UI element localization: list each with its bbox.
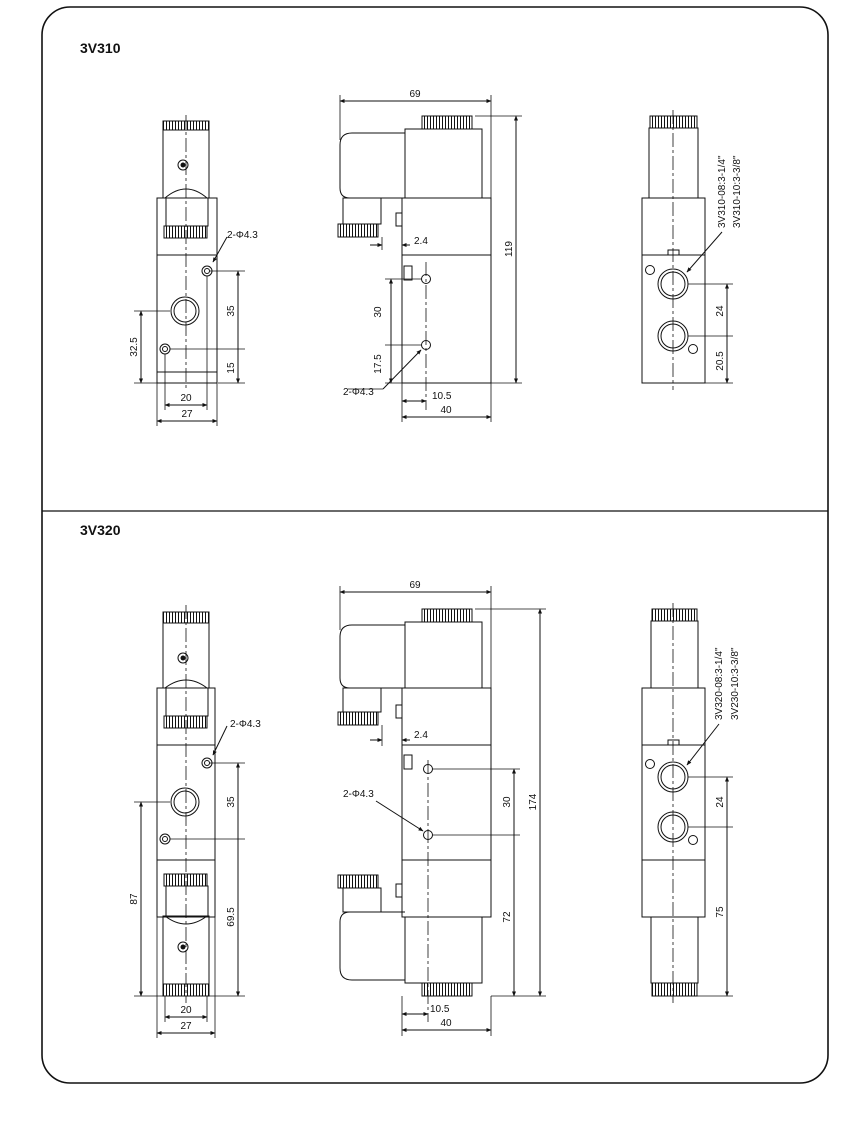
dim-15: 15 xyxy=(226,362,237,374)
dim-30: 30 xyxy=(373,306,384,318)
valve-body xyxy=(156,254,218,384)
side-view: 69 2.4 2-Φ4.3 30 72 174 10.5 40 xyxy=(337,580,546,1036)
section-3v310: 3V310 2-Φ4.3 xyxy=(80,40,743,426)
side-view: 69 119 2.4 30 17.5 2-Φ4.3 xyxy=(337,89,522,422)
manual-override xyxy=(165,197,209,227)
dim-2-4: 2.4 xyxy=(414,236,428,247)
solenoid-block xyxy=(641,197,706,256)
dim-32-5: 32.5 xyxy=(129,337,140,357)
port-label-1: 3V320-08:3-1/4" xyxy=(714,647,725,720)
mount-hole xyxy=(645,759,655,769)
coil-body xyxy=(648,127,699,199)
coil-screw xyxy=(177,159,189,171)
connector-plug xyxy=(339,132,405,199)
dim-119: 119 xyxy=(504,241,515,257)
dim-27: 27 xyxy=(180,1021,192,1032)
sheet-frame xyxy=(41,6,829,1084)
dim-10-5: 10.5 xyxy=(432,391,452,402)
dim-40: 40 xyxy=(440,1018,452,1029)
coil-cap-bottom xyxy=(421,982,473,997)
mount-hole xyxy=(688,344,698,354)
coil-body-bottom xyxy=(650,916,699,984)
section-title: 3V310 xyxy=(80,40,121,56)
override-knob xyxy=(163,225,208,239)
port-outer xyxy=(170,296,200,326)
dim-69: 69 xyxy=(409,89,421,100)
section-3v320: 3V320 2-Φ4.3 xyxy=(80,522,741,1038)
valve-body xyxy=(401,254,492,384)
connector-nut xyxy=(337,223,379,238)
coil-cap-top xyxy=(421,608,473,623)
coil-body xyxy=(404,128,483,199)
rear-view: 3V310-08:3-1/4" 3V310-10:3-3/8" 24 20.5 xyxy=(641,110,743,390)
section-title: 3V320 xyxy=(80,522,121,538)
front-view: 2-Φ4.3 35 69.5 87 20 27 xyxy=(129,605,261,1038)
dim-40: 40 xyxy=(440,405,452,416)
port-outer xyxy=(170,787,200,817)
valve-body xyxy=(401,744,492,861)
solenoid-block-bottom xyxy=(401,859,492,918)
port-label-2: 3V310-10:3-3/8" xyxy=(732,155,743,228)
mount-hole xyxy=(688,835,698,845)
dim-69-5: 69.5 xyxy=(226,907,237,927)
dim-35: 35 xyxy=(226,796,237,808)
dim-87: 87 xyxy=(129,893,140,905)
dim-hole-side: 2-Φ4.3 xyxy=(343,387,374,398)
rear-view: 3V320-08:3-1/4" 3V230-10:3-3/8" 24 75 xyxy=(641,603,741,1003)
dim-10-5: 10.5 xyxy=(430,1004,450,1015)
mount-hole xyxy=(159,343,171,355)
dim-24: 24 xyxy=(715,796,726,808)
port-label-1: 3V310-08:3-1/4" xyxy=(717,155,728,228)
dim-20: 20 xyxy=(180,393,192,404)
front-view: 2-Φ4.3 35 15 32.5 20 27 xyxy=(129,115,258,426)
mount-hole xyxy=(159,833,171,845)
port-inner xyxy=(173,299,197,323)
coil-body-top xyxy=(404,621,483,689)
mount-hole xyxy=(645,265,655,275)
dim-20-5: 20.5 xyxy=(715,351,726,371)
dim-35: 35 xyxy=(226,305,237,317)
coil-body-top xyxy=(650,620,699,689)
dim-hole-side: 2-Φ4.3 xyxy=(343,789,374,800)
coil-body-bottom xyxy=(404,916,483,984)
dim-174: 174 xyxy=(528,793,539,810)
solenoid-block-bottom xyxy=(641,859,706,918)
dim-hole: 2-Φ4.3 xyxy=(227,230,258,241)
port-label-2: 3V230-10:3-3/8" xyxy=(730,647,741,720)
dim-69: 69 xyxy=(409,580,421,591)
dim-75: 75 xyxy=(715,906,726,918)
coil-cap xyxy=(649,115,698,129)
dim-17-5: 17.5 xyxy=(373,354,384,374)
dim-30: 30 xyxy=(502,796,513,808)
coil-cap-bottom xyxy=(651,982,698,997)
solenoid-block-top xyxy=(641,687,706,746)
coil-cap xyxy=(421,115,473,130)
coil-cap-top xyxy=(651,608,698,622)
dim-27: 27 xyxy=(181,409,193,420)
dim-72: 72 xyxy=(502,911,513,923)
dim-hole: 2-Φ4.3 xyxy=(230,719,261,730)
dim-2-4: 2.4 xyxy=(414,730,428,741)
dim-24: 24 xyxy=(715,305,726,317)
dim-20: 20 xyxy=(180,1005,192,1016)
